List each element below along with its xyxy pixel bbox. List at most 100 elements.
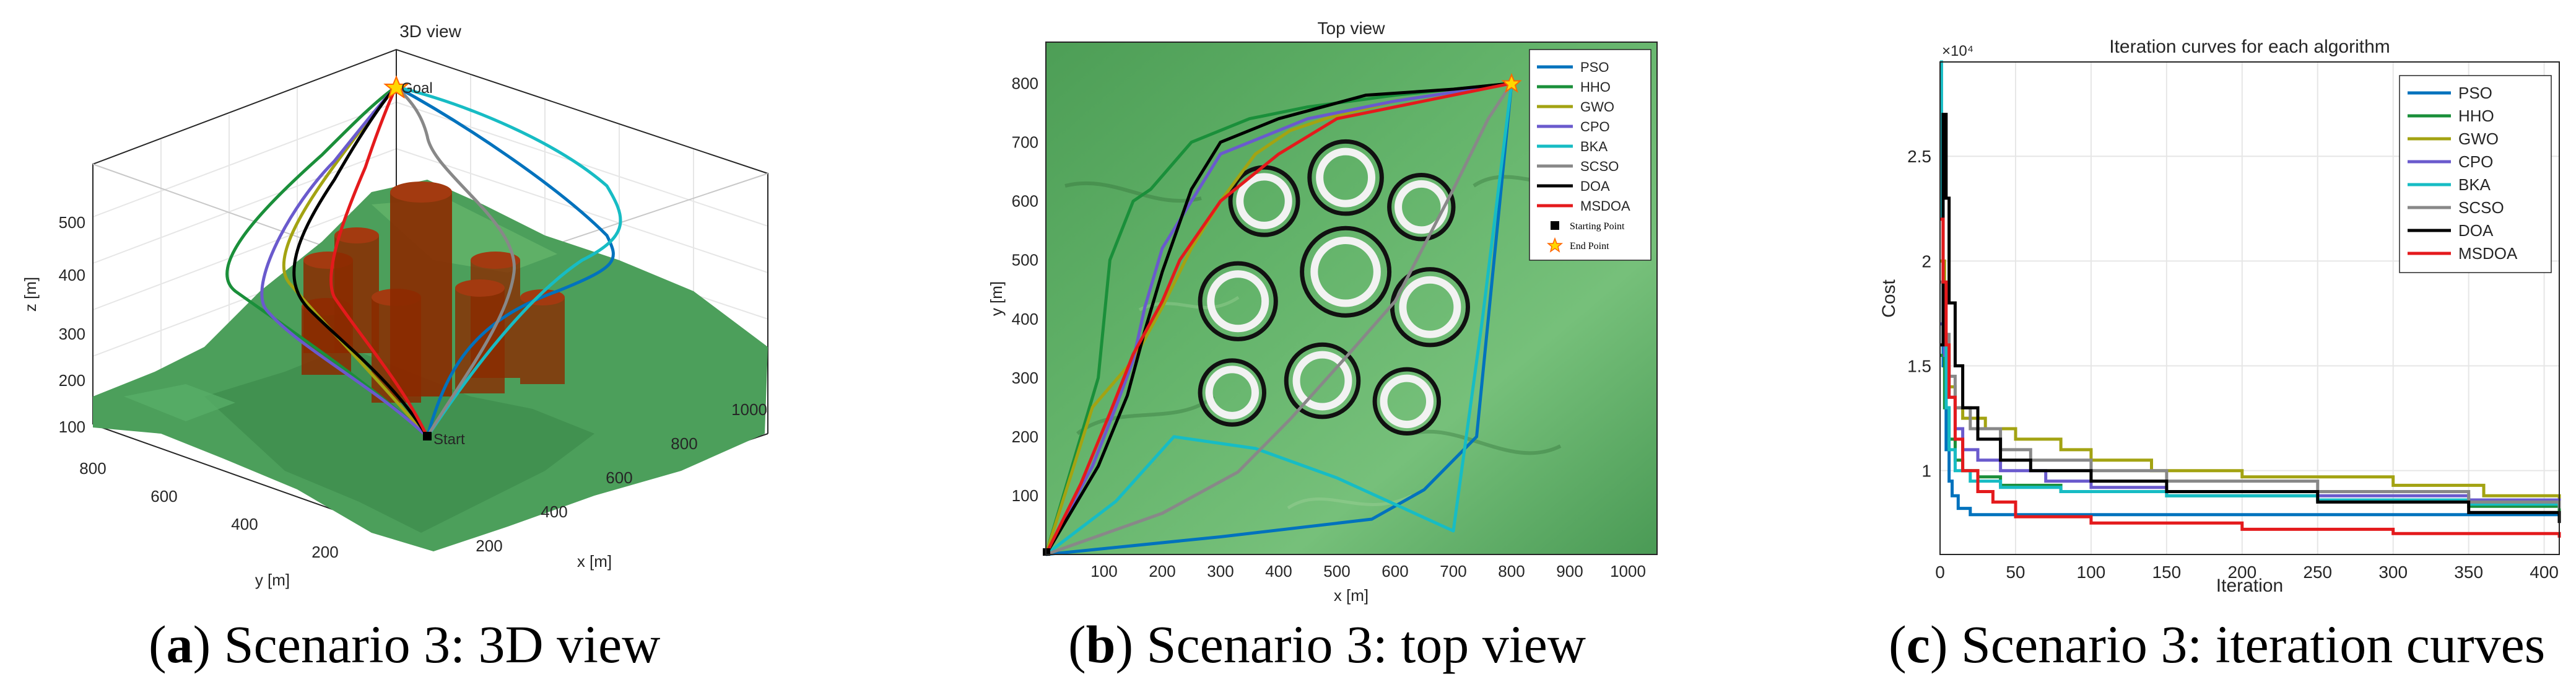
svg-text:200: 200 [59, 371, 85, 390]
obstacle-outer-9 [1372, 367, 1441, 436]
legend-label: PSO [2458, 84, 2492, 102]
x-tick-label: 200 [1149, 562, 1175, 580]
svg-text:100: 100 [59, 418, 85, 436]
y-tick-label: 400 [1012, 310, 1038, 328]
obstacles [1198, 139, 1471, 436]
legend-label: SCSO [2458, 198, 2504, 217]
chart-title: 3D view [399, 22, 461, 41]
x-axis-label: Iteration [2216, 576, 2283, 596]
obstacle-outer-4 [1300, 226, 1392, 318]
svg-text:500: 500 [59, 213, 85, 232]
obstacle-outer-7 [1198, 358, 1266, 427]
legend-label: HHO [1580, 79, 1611, 95]
x-axis-label: x [m] [577, 552, 612, 571]
svg-text:800: 800 [671, 434, 697, 453]
y-axis-label: y [m] [987, 281, 1006, 316]
path-pso [1045, 83, 1513, 556]
y-axis-label: y [m] [255, 571, 290, 589]
x-ticks: 200 400 600 800 1000 [476, 400, 767, 555]
chart-3d: Goal Start 3D view 100 200 300 400 500 z… [21, 22, 768, 589]
legend-label: SCSO [1580, 159, 1619, 174]
goal-label: Goal [401, 80, 433, 97]
legend-label: BKA [2458, 175, 2491, 194]
obstacle-outer-8 [1284, 342, 1361, 419]
path3d-cpo [260, 85, 429, 438]
svg-text:300: 300 [59, 325, 85, 343]
paths-3d [225, 85, 622, 438]
paths [1044, 82, 1513, 556]
path-doa [1044, 82, 1512, 556]
chart-title: Top view [1318, 19, 1386, 38]
legend-label: PSO [1580, 59, 1609, 75]
path3d-scso [395, 85, 516, 438]
y-ticks: 100 200 300 400 500 600 700 800 [1012, 74, 1038, 505]
y-tick-label: 100 [1012, 486, 1038, 505]
x-tick-label: 0 [1935, 563, 1945, 582]
svg-text:800: 800 [79, 459, 106, 478]
path-scso [1045, 82, 1513, 556]
x-tick-label: 150 [2152, 563, 2181, 582]
x-tick-label: 500 [1323, 562, 1350, 580]
y-ticks: 11.522.5 [1907, 147, 1931, 480]
x-tick-label: 600 [1382, 562, 1408, 580]
y-tick-label: 800 [1012, 74, 1038, 93]
path3d-msdoa [329, 85, 429, 438]
path3d-bka [396, 85, 622, 438]
y-axis-label: Cost [1879, 279, 1899, 317]
obstacle-outer-3 [1387, 172, 1456, 242]
legend-label: BKA [1580, 139, 1608, 154]
svg-text:600: 600 [606, 468, 632, 487]
obstacle-inner-8 [1292, 351, 1352, 411]
path3d-doa [292, 85, 429, 438]
x-tick-label: 300 [2378, 563, 2408, 582]
legend-label: DOA [2458, 221, 2494, 240]
x-tick-label: 400 [2530, 563, 2559, 582]
x-tick-label: 300 [1207, 562, 1234, 580]
legend-label: Starting Point [1570, 221, 1625, 232]
svg-text:1000: 1000 [731, 400, 767, 419]
chart-top-view: Top view 100 200 300 400 500 600 700 800 900 1000… [987, 19, 1658, 605]
panel-top-view: Top view 100 200 300 400 500 600 700 800 900 1000… [855, 0, 1709, 692]
y-tick-label: 500 [1012, 251, 1038, 269]
curves [1939, 60, 2561, 538]
obstacle-outer-6 [1390, 267, 1471, 348]
svg-text:200: 200 [476, 537, 502, 555]
x-tick-label: 1000 [1610, 562, 1646, 580]
legend-end-swatch [1546, 237, 1564, 253]
y-tick-label: 200 [1012, 427, 1038, 446]
svg-text:400: 400 [59, 266, 85, 284]
x-axis-label: x [m] [1334, 586, 1368, 605]
legend-label: GWO [2458, 129, 2499, 148]
x-tick-label: 350 [2454, 563, 2483, 582]
x-tick-label: 200 [2227, 563, 2256, 582]
legend-label: End Point [1570, 241, 1609, 252]
x-tick-label: 900 [1556, 562, 1583, 580]
obstacle-inner-9 [1380, 374, 1434, 429]
y-tick-label: 700 [1012, 133, 1038, 152]
curve-msdoa [1940, 217, 2561, 538]
y-tick-label: 300 [1012, 369, 1038, 387]
x-tick-label: 100 [2077, 563, 2106, 582]
x-tick-label: 800 [1498, 562, 1525, 580]
z-ticks: 100 200 300 400 500 [59, 213, 85, 436]
chart-title: Iteration curves for each algorithm [2109, 37, 2390, 57]
obstacle-outer-5 [1198, 261, 1278, 341]
legend-label: MSDOA [1580, 198, 1630, 214]
svg-text:200: 200 [311, 543, 338, 561]
obstacle-inner-5 [1207, 270, 1269, 333]
y-ticks: 200 400 600 800 [79, 459, 338, 561]
legend-label: CPO [1580, 119, 1610, 134]
x-tick-label: 250 [2303, 563, 2332, 582]
y-tick-label: 2 [1921, 252, 1931, 271]
legend-label: HHO [2458, 107, 2494, 125]
x-tick-label: 700 [1440, 562, 1466, 580]
y-tick-label: 1 [1921, 462, 1931, 481]
obstacle-inner-6 [1399, 276, 1461, 338]
legend-start-swatch [1551, 221, 1559, 230]
start-label: Start [433, 431, 465, 448]
y-tick-label: 600 [1012, 192, 1038, 211]
